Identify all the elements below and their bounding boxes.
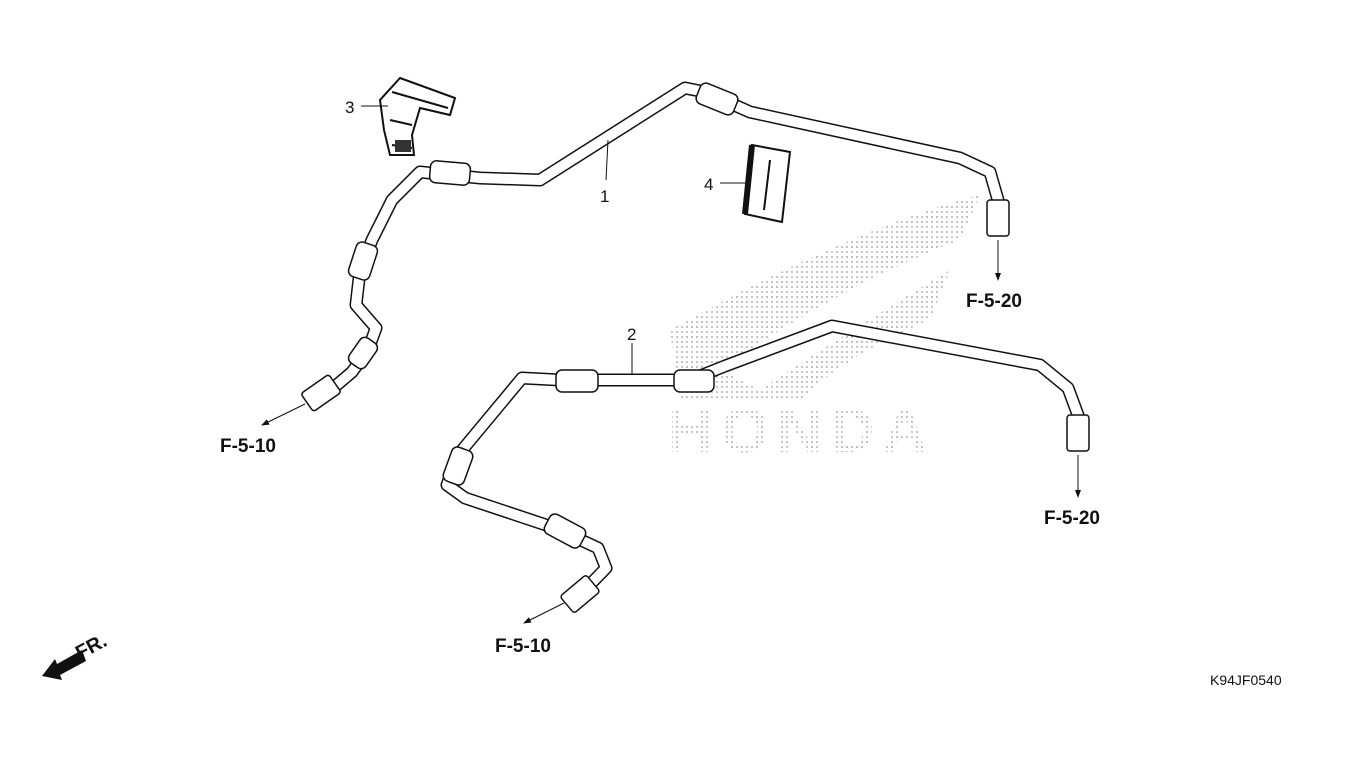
watermark-text: HONDA [668, 397, 935, 466]
link-f-5-10-lower[interactable]: F-5-10 [495, 636, 551, 657]
part-ref-4[interactable]: 4 [704, 175, 713, 194]
front-direction-indicator: FR. [42, 630, 111, 680]
part-ref-2[interactable]: 2 [627, 325, 636, 344]
brake-pipe-1[interactable] [301, 81, 1010, 412]
part-ref-1[interactable]: 1 [600, 187, 609, 206]
link-f-5-10-upper[interactable]: F-5-10 [220, 436, 276, 457]
part-ref-3[interactable]: 3 [345, 98, 354, 117]
brake-pipe-2[interactable] [440, 319, 1090, 613]
drawing-code: K94JF0540 [1210, 672, 1282, 688]
honda-watermark: HONDA [668, 195, 980, 466]
leader-lines [261, 105, 1081, 624]
link-f-5-20-lower[interactable]: F-5-20 [1044, 508, 1100, 529]
link-f-5-20-upper[interactable]: F-5-20 [966, 291, 1022, 312]
pipe-clamp-4[interactable] [742, 143, 792, 224]
front-arrow-icon [42, 650, 86, 680]
pipe-clamp-3[interactable] [378, 76, 457, 156]
